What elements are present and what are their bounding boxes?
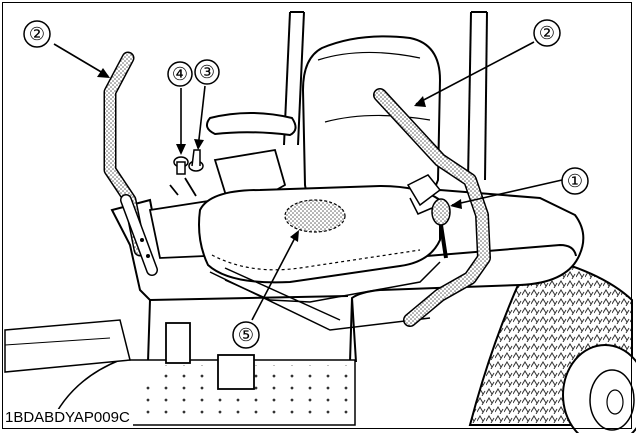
figure-id-label: 1BDABDYAP009C xyxy=(4,409,133,427)
figure-border xyxy=(2,2,632,429)
